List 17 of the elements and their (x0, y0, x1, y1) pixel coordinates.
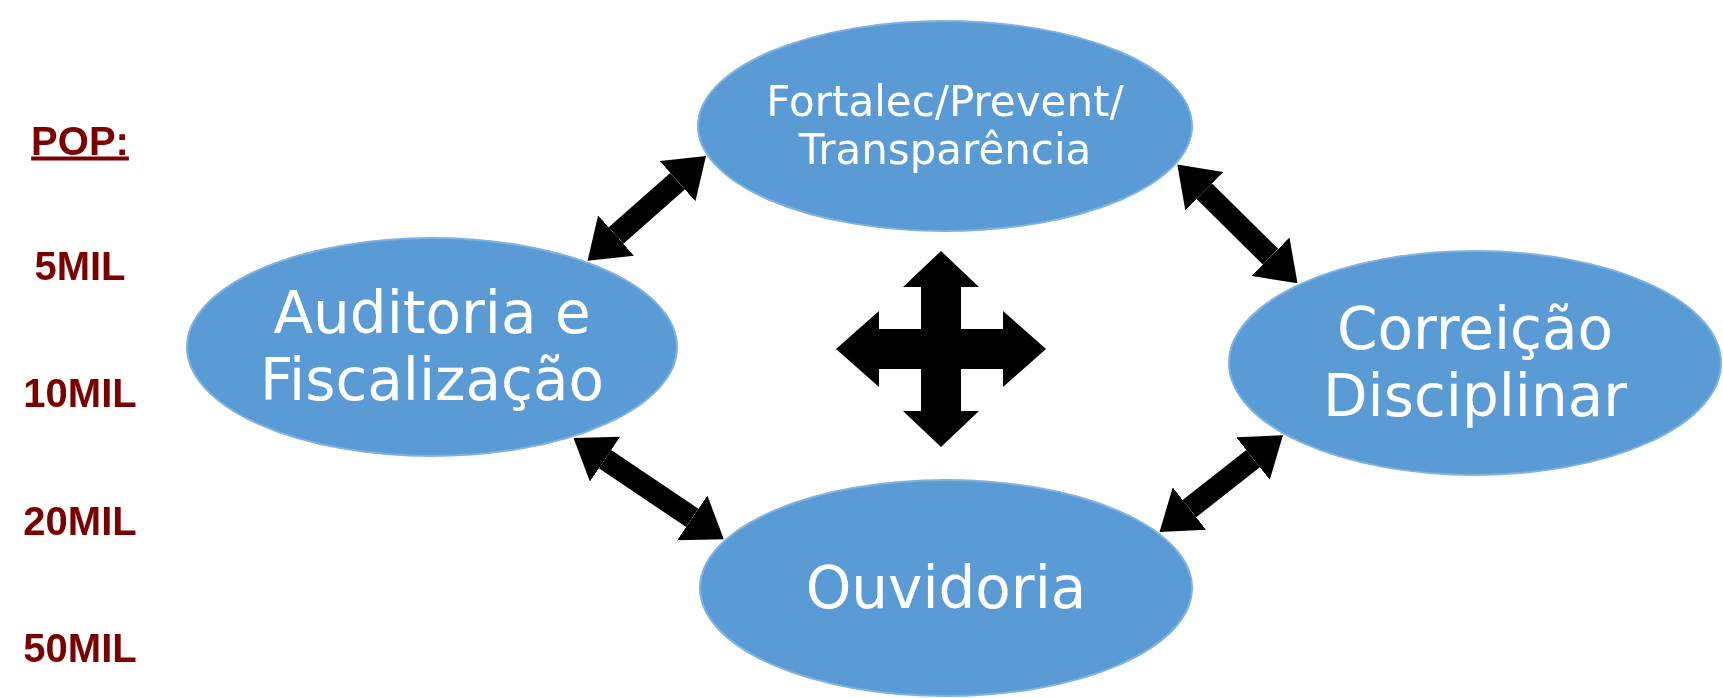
node-label: Ouvidoria (805, 554, 1087, 622)
double-arrow (587, 156, 706, 261)
population-label: 20MIL (23, 498, 137, 544)
ellipse-node (696, 19, 1194, 233)
double-arrow (1177, 164, 1298, 284)
population-label: 10MIL (23, 370, 137, 416)
node-label: Fortalec/Prevent/ Transparência (765, 77, 1125, 175)
ellipse-node (1227, 249, 1723, 477)
population-label: 50MIL (23, 625, 137, 671)
node-label: Auditoria e Fiscalização (258, 280, 605, 414)
node-label: Correição Disciplinar (1321, 296, 1629, 430)
population-label: 5MIL (34, 243, 126, 289)
ellipse-node (185, 236, 679, 458)
ellipse-node (698, 478, 1194, 698)
double-arrow (1159, 435, 1283, 533)
double-arrow (573, 436, 724, 541)
heading: POP: (31, 118, 129, 164)
